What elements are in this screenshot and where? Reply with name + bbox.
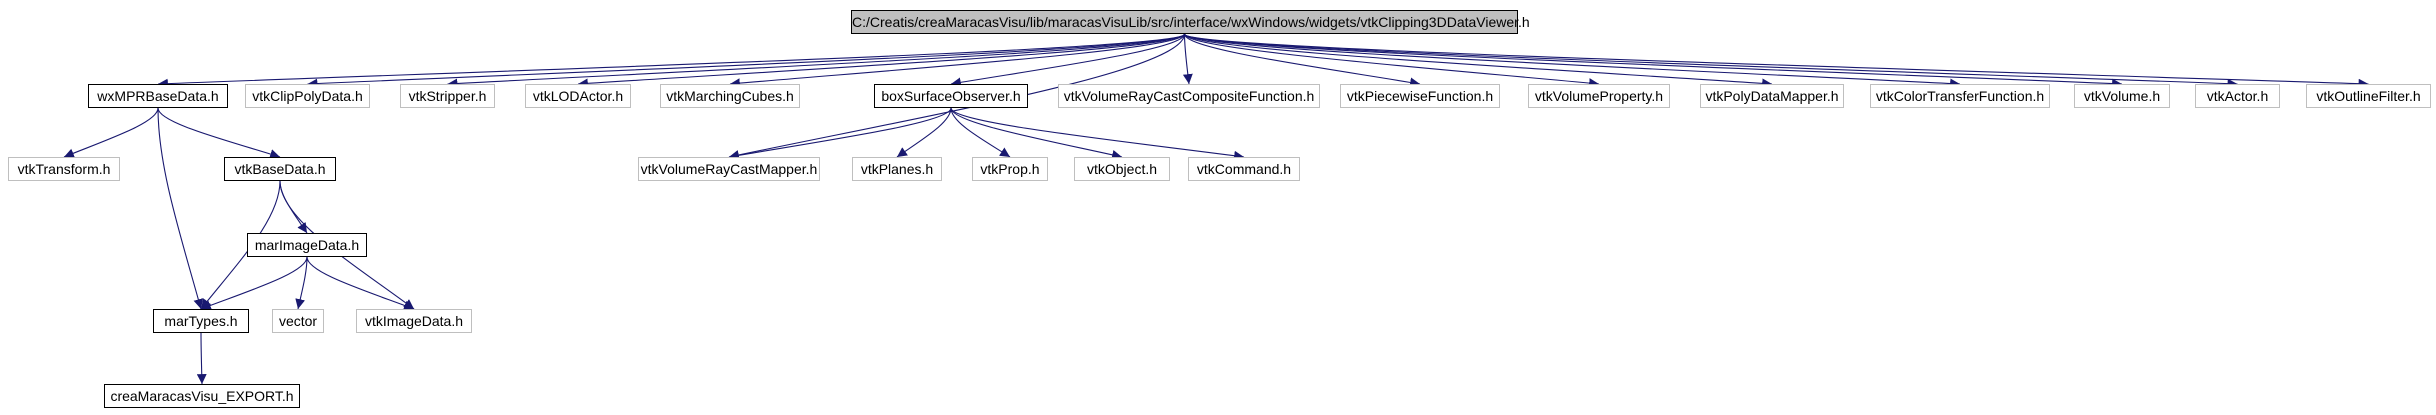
edge-root-to-ctf [1183,33,1961,89]
edge-root-to-vol [1183,33,2123,89]
edge-boxsurf-to-command [950,107,1245,161]
node-vector: vector [272,309,324,333]
node-ctf: vtkColorTransferFunction.h [1870,84,2050,108]
edge-boxsurf-to-planes [896,107,952,158]
edge-wxmpr-to-basedata [157,107,281,159]
edge-root-to-stripper [447,33,1186,89]
edge-root-to-vrccf [1182,33,1193,85]
node-boxsurf[interactable]: boxSurfaceObserver.h [874,84,1028,108]
node-volprop: vtkVolumeProperty.h [1528,84,1670,108]
node-planes: vtkPlanes.h [852,157,942,181]
edge-root-to-wxmpr [157,33,1186,89]
node-imagedata: vtkImageData.h [356,309,472,333]
node-vrcm: vtkVolumeRayCastMapper.h [638,157,820,181]
node-export[interactable]: creaMaracasVisu_EXPORT.h [104,384,300,408]
edge-marimage-to-imagedata [306,256,415,311]
node-martypes[interactable]: marTypes.h [153,309,249,333]
node-wxmpr[interactable]: wxMPRBaseData.h [88,84,228,108]
edge-root-to-volprop [1183,33,1600,89]
edge-wxmpr-to-transform [63,107,159,158]
edge-root-to-pdm [1183,33,1773,89]
node-pdm: vtkPolyDataMapper.h [1700,84,1844,108]
edge-boxsurf-to-prop [950,107,1011,158]
node-object: vtkObject.h [1074,157,1170,181]
node-basedata[interactable]: vtkBaseData.h [224,157,336,181]
edge-martypes-to-export [196,332,207,385]
edge-root-to-vrcm [728,33,1186,160]
node-mcubes: vtkMarchingCubes.h [660,84,800,108]
edge-marimage-to-martypes [200,256,308,311]
node-pwf: vtkPiecewiseFunction.h [1340,84,1500,108]
node-outline: vtkOutlineFilter.h [2306,84,2431,108]
node-lod: vtkLODActor.h [525,84,631,108]
node-vol: vtkVolume.h [2074,84,2170,108]
edge-marimage-to-vector [295,256,308,310]
node-command: vtkCommand.h [1188,157,1300,181]
edge-wxmpr-to-martypes [157,107,204,310]
node-root: C:/Creatis/creaMaracasVisu/lib/maracasVi… [851,10,1530,34]
node-clip: vtkClipPolyData.h [245,84,370,108]
edge-root-to-lod [577,33,1186,89]
node-stripper: vtkStripper.h [400,84,495,108]
edge-boxsurf-to-object [950,107,1123,160]
edge-root-to-pwf [1183,33,1421,88]
edge-root-to-boxsurf [950,33,1186,88]
edge-root-to-actor [1183,33,2238,89]
edge-root-to-mcubes [729,33,1186,89]
node-vrccf: vtkVolumeRayCastCompositeFunction.h [1058,84,1320,108]
node-transform: vtkTransform.h [8,157,120,181]
edge-root-to-clip [307,33,1186,89]
node-marimage[interactable]: marImageData.h [247,233,367,257]
node-actor: vtkActor.h [2195,84,2280,108]
edge-boxsurf-to-vrcm [728,107,952,161]
node-prop: vtkProp.h [972,157,1048,181]
edge-root-to-outline [1183,33,2369,89]
edge-basedata-to-marimage [279,180,308,234]
